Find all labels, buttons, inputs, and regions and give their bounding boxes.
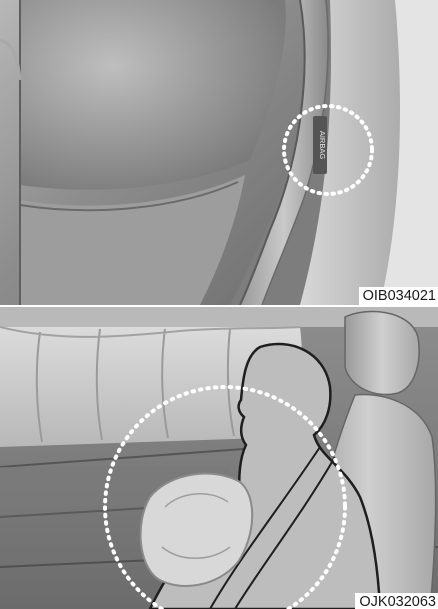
- seat-side-airbag-figure: AIRBAG OIB034021: [0, 0, 438, 305]
- image-code-label: OIB034021: [359, 287, 438, 305]
- deployed-airbag-figure: OJK032063: [0, 307, 438, 609]
- seat-backrest-illustration: AIRBAG: [0, 0, 438, 305]
- airbag-tag-icon: AIRBAG: [313, 116, 327, 174]
- deployed-airbag-illustration: [0, 307, 438, 609]
- airbag-tag-text: AIRBAG: [318, 131, 327, 160]
- image-code-label: OJK032063: [355, 593, 438, 609]
